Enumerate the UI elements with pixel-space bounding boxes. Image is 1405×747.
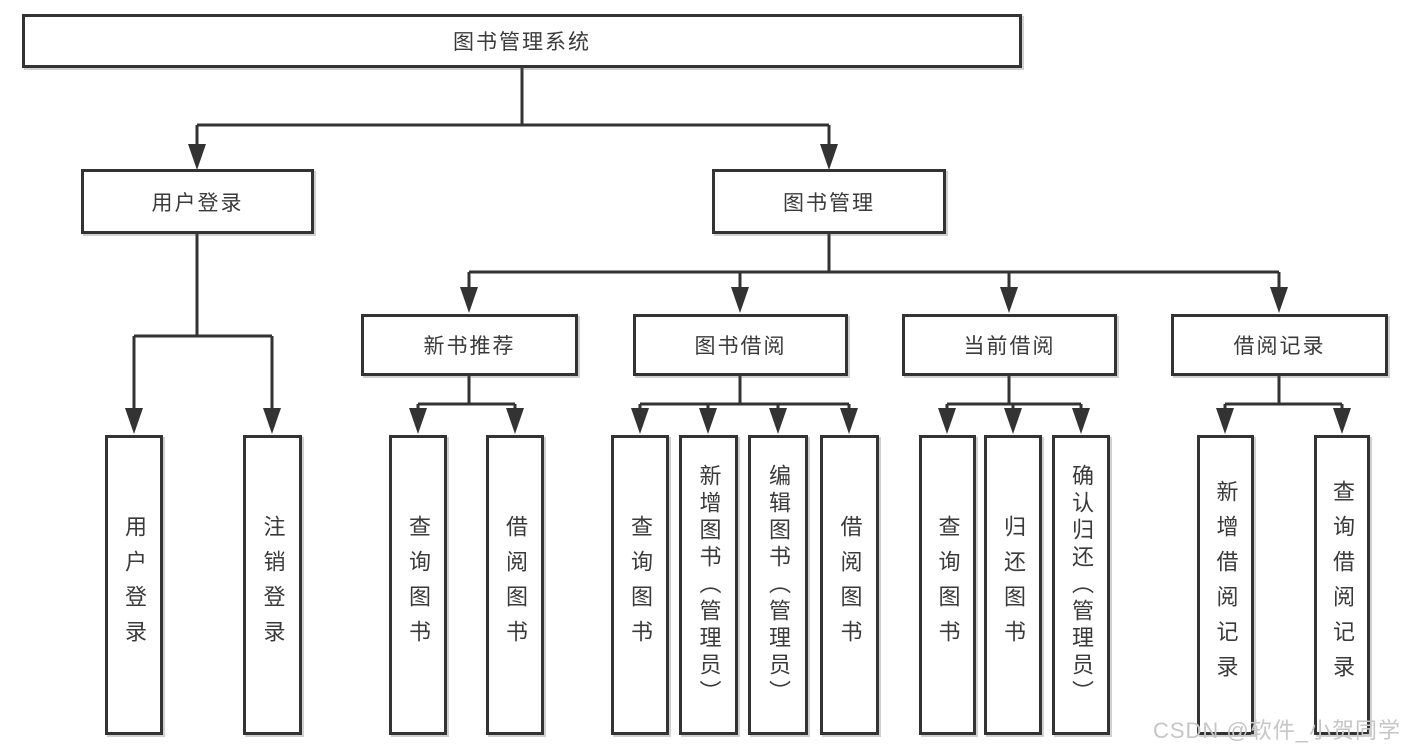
- connector-current-to-leaves: [938, 376, 1090, 434]
- leaf-borrow-book-recommend: 借阅图书: [486, 435, 544, 735]
- leaf-query-book-borrow: 查询图书: [611, 435, 669, 735]
- node-book-management: 图书管理: [712, 169, 946, 234]
- node-new-book-recommend: 新书推荐: [361, 314, 578, 376]
- node-new-book-recommend-label: 新书推荐: [423, 335, 516, 358]
- connector-new-book-to-leaves: [409, 376, 524, 434]
- node-current-borrow-label: 当前借阅: [963, 335, 1056, 358]
- node-borrow-records: 借阅记录: [1171, 314, 1388, 376]
- leaf-confirm-return-admin: 确认归还（管理员）: [1052, 435, 1110, 735]
- node-user-login-label: 用户登录: [151, 191, 244, 215]
- leaf-user-login: 用户登录: [105, 435, 163, 735]
- connector-borrow-to-leaves: [631, 376, 858, 434]
- leaf-add-book-admin: 新增图书（管理员）: [679, 435, 738, 735]
- node-current-borrow: 当前借阅: [902, 314, 1117, 376]
- leaf-add-borrow-record: 新增借阅记录: [1197, 435, 1254, 735]
- node-book-management-label: 图书管理: [783, 191, 875, 215]
- leaf-borrow-book: 借阅图书: [820, 435, 879, 735]
- node-root: 图书管理系统: [22, 14, 1022, 68]
- node-book-borrow-label: 图书借阅: [694, 335, 787, 358]
- leaf-query-book-recommend: 查询图书: [389, 435, 447, 735]
- leaf-query-borrow-record: 查询借阅记录: [1314, 435, 1370, 735]
- leaf-query-book-current: 查询图书: [919, 435, 976, 735]
- leaf-logout-login: 注销登录: [243, 435, 302, 735]
- connector-root-to-level2: [188, 68, 838, 170]
- connector-user-login-to-leaves: [125, 234, 281, 434]
- connector-records-to-leaves: [1216, 376, 1351, 434]
- node-book-borrow: 图书借阅: [633, 314, 848, 376]
- node-borrow-records-label: 借阅记录: [1233, 335, 1326, 358]
- node-root-label: 图书管理系统: [453, 31, 591, 54]
- node-user-login: 用户登录: [81, 169, 314, 234]
- connector-book-mgmt-to-level3: [460, 234, 1288, 313]
- leaf-return-book: 归还图书: [984, 435, 1042, 735]
- leaf-edit-book-admin: 编辑图书（管理员）: [748, 435, 808, 735]
- csdn-watermark: CSDN @软件_小贺同学: [1152, 718, 1401, 743]
